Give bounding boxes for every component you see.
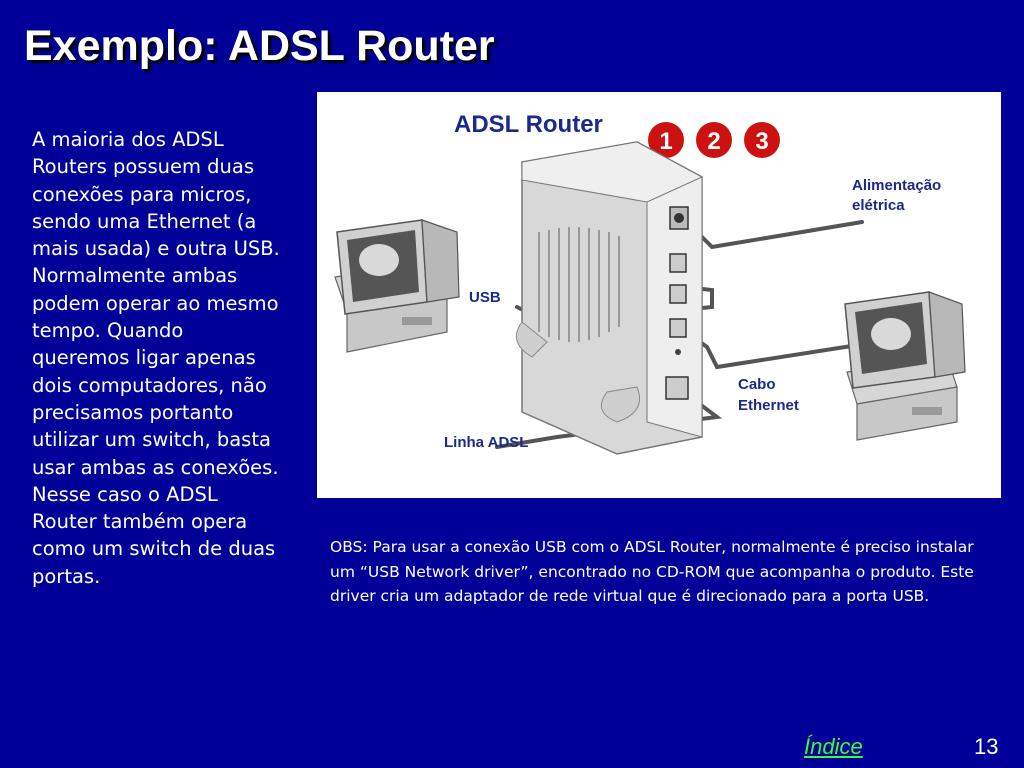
slide-title: Exemplo: ADSL Router — [24, 22, 495, 70]
page-number: 13 — [974, 734, 999, 759]
index-link[interactable]: Índice — [804, 734, 863, 759]
badge-2: 2 — [696, 122, 732, 158]
svg-text:3: 3 — [755, 128, 768, 155]
label-usb: USB — [469, 289, 501, 306]
computer-right — [844, 291, 966, 441]
label-power-line1: Alimentação — [852, 177, 941, 194]
figure-title: ADSL Router — [454, 111, 603, 138]
label-adsl-line: Linha ADSL — [444, 434, 528, 451]
router-device — [515, 141, 704, 455]
adsl-router-diagram: ADSL Router 1 2 3 — [317, 92, 1001, 498]
badge-3: 3 — [744, 122, 780, 158]
svg-text:2: 2 — [707, 128, 720, 155]
body-text: A maioria dos ADSL Routers possuem duas … — [32, 128, 280, 588]
label-ethernet-line1: Cabo — [738, 376, 776, 393]
power-cable — [680, 215, 864, 250]
label-ethernet-line2: Ethernet — [738, 397, 799, 414]
label-power-line2: elétrica — [852, 197, 905, 214]
svg-text:1: 1 — [659, 128, 672, 155]
computer-left — [334, 219, 460, 353]
obs-note: OBS: Para usar a conexão USB com o ADSL … — [330, 538, 974, 605]
badge-1: 1 — [648, 122, 684, 158]
